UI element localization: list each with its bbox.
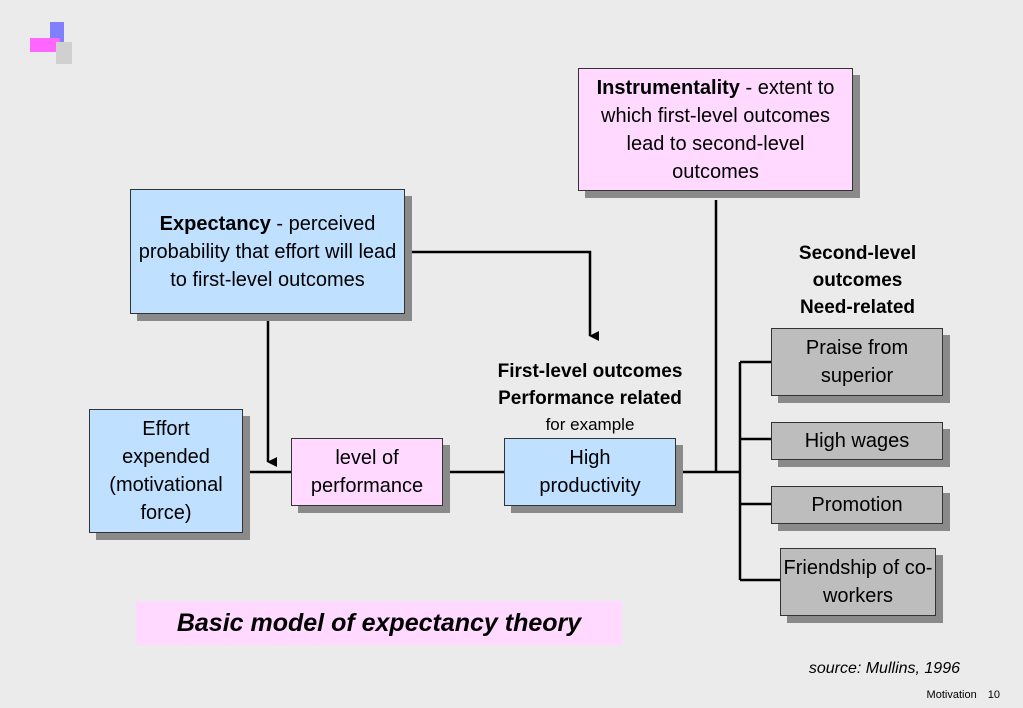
productivity-box: High productivity [504, 438, 676, 506]
second-level-line2: outcomes [812, 270, 903, 291]
productivity-label: High productivity [539, 447, 641, 497]
outcome-praise-label: Praise from superior [805, 337, 909, 387]
outcome-friendship-box: Friendship of co-workers [780, 548, 936, 616]
instrumentality-box: Instrumentality - extent to which first-… [578, 68, 853, 191]
outcome-wages-label: High wages [804, 430, 910, 452]
second-level-heading: Second-level outcomes Need-related [770, 240, 945, 321]
expectancy-term: Expectancy [159, 212, 271, 235]
diagram-caption: Basic model of expectancy theory [136, 601, 622, 645]
effort-label: Effort expended (motivational force) [109, 418, 223, 524]
slide-logo [30, 22, 72, 64]
outcome-promotion-box: Promotion [771, 486, 943, 524]
outcome-promotion-label: Promotion [811, 494, 903, 516]
expectancy-definition: - perceived probability that effort will… [138, 212, 397, 291]
second-level-line3: Need-related [799, 297, 916, 318]
outcome-praise-box: Praise from superior [771, 328, 943, 396]
slide-footer: Motivation 10 [880, 689, 1000, 701]
page-number: 10 [987, 689, 1000, 701]
outcome-wages-box: High wages [771, 422, 943, 460]
instrumentality-definition: - extent to which first-level outcomes l… [601, 76, 835, 183]
caption-text: Basic model of expectancy theory [176, 608, 582, 637]
first-level-example: for example [545, 415, 635, 434]
first-level-heading: First-level outcomes Performance related… [465, 358, 715, 438]
expectancy-box: Expectancy - perceived probability that … [130, 189, 405, 314]
footer-label: Motivation [926, 689, 977, 701]
performance-box: level of performance [291, 438, 443, 506]
second-level-line1: Second-level [798, 243, 917, 264]
instrumentality-term: Instrumentality [596, 76, 740, 99]
first-level-title: First-level outcomes [497, 361, 683, 382]
first-level-subtitle: Performance related [498, 388, 682, 409]
performance-label: level of performance [310, 447, 424, 497]
effort-box: Effort expended (motivational force) [89, 409, 243, 533]
source-note: source: Mullins, 1996 [808, 660, 960, 677]
outcome-friendship-label: Friendship of co-workers [783, 557, 933, 607]
